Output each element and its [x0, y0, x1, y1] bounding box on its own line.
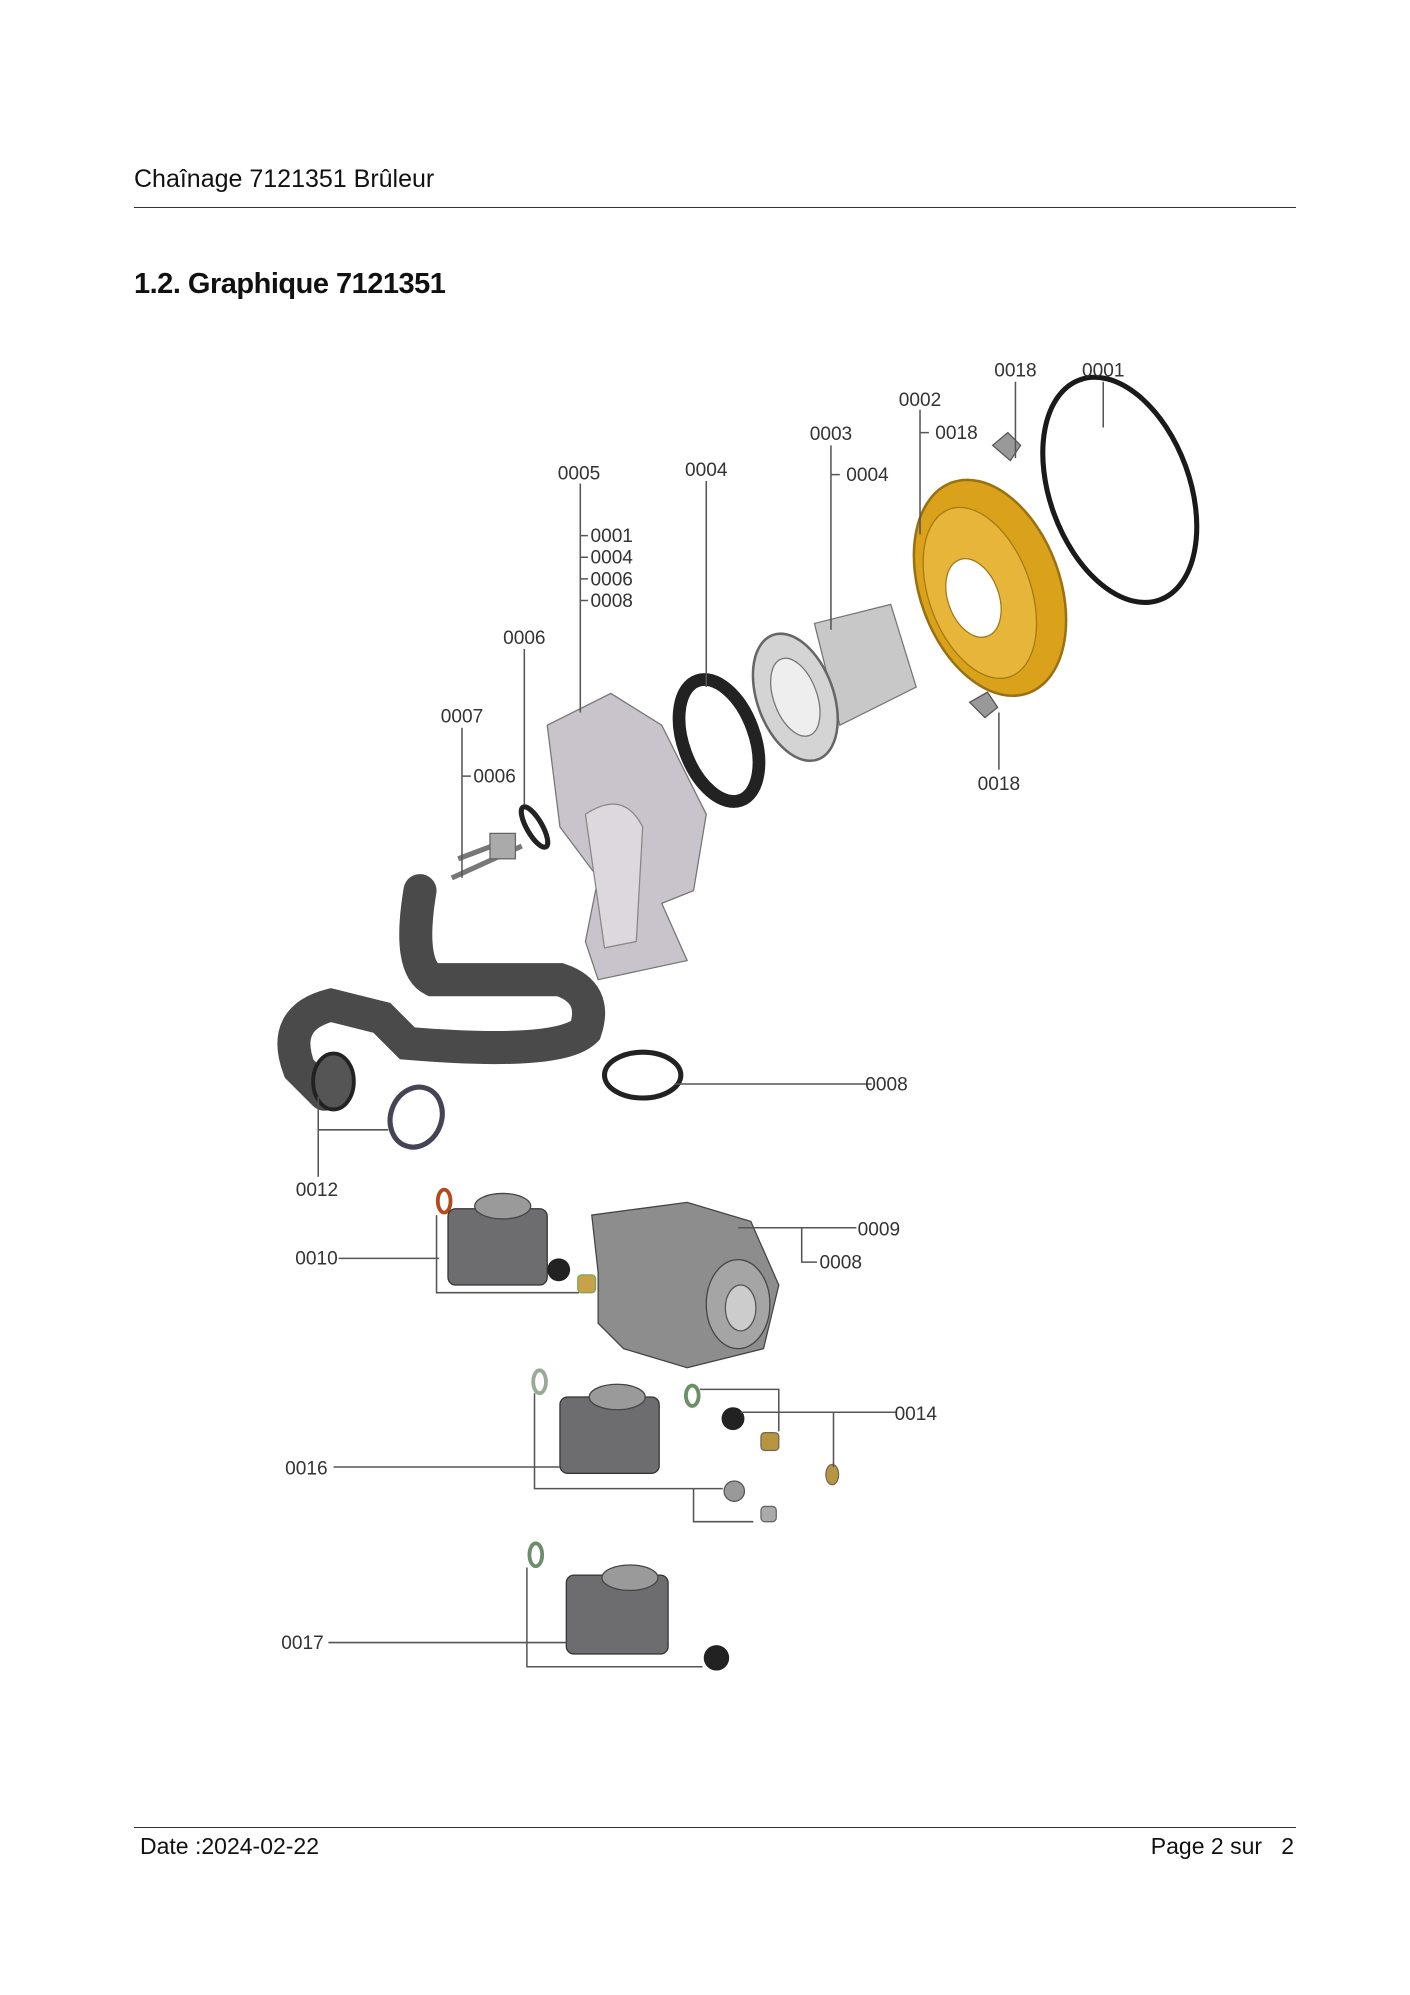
- callout-0001: 0001: [1082, 361, 1124, 382]
- footer-page-number: Page 2 sur 2: [1150, 1833, 1294, 1859]
- callout-0014: 0014: [895, 1404, 938, 1425]
- part-0017-gas-valve: [527, 1541, 730, 1671]
- callout-0005-sub: 0006: [590, 569, 632, 590]
- part-0012-pipe: [277, 874, 606, 1150]
- part-0002-burner-disc: [912, 478, 1068, 697]
- callout-0012: 0012: [296, 1180, 338, 1201]
- callout-0010: 0010: [295, 1249, 337, 1270]
- part-0018-clip: [968, 431, 1022, 719]
- header-rule: [134, 207, 1296, 208]
- callout-0003-sub-0004: 0004: [846, 465, 889, 486]
- footer-rule: [134, 1827, 1296, 1828]
- callout-0005-sub: 0001: [590, 526, 632, 547]
- callout-0002: 0002: [899, 390, 941, 411]
- callout-0017: 0017: [281, 1633, 323, 1654]
- section-heading: 1.2. Graphique 7121351: [134, 268, 446, 300]
- leader-lines: [317, 381, 1104, 1668]
- part-0008-gasket: [601, 1049, 684, 1101]
- callout-0006: 0006: [503, 628, 545, 649]
- callout-0018-bottom: 0018: [978, 774, 1020, 795]
- part-0007-electrode: [450, 832, 523, 881]
- callout-0003: 0003: [810, 424, 852, 445]
- part-0005-housing: [546, 692, 707, 981]
- part-0006-electrode-gasket: [518, 804, 551, 850]
- callout-0005-sub: 0008: [590, 591, 632, 612]
- callout-0016: 0016: [285, 1459, 327, 1480]
- part-0001-seal-ring: [1040, 374, 1200, 605]
- callout-0009-sub-0008: 0008: [820, 1253, 862, 1274]
- callout-0005: 0005: [558, 464, 600, 485]
- callout-0007-sub-0006: 0006: [473, 766, 515, 787]
- document-header-title: Chaînage 7121351 Brûleur: [134, 165, 435, 193]
- callout-0005-sub: 0004: [590, 548, 633, 569]
- callout-0002-sub-0018: 0018: [935, 423, 977, 444]
- callout-0004: 0004: [685, 460, 728, 481]
- part-0003-tube: [751, 603, 917, 763]
- part-0004-gasket: [672, 673, 766, 808]
- callout-0007: 0007: [441, 707, 483, 728]
- part-0016-gas-valve: [531, 1368, 777, 1523]
- footer-date: Date :2024-02-22: [140, 1833, 320, 1859]
- callout-0018-top: 0018: [994, 361, 1036, 382]
- part-0009-fan: [591, 1201, 780, 1369]
- callout-0008: 0008: [865, 1074, 907, 1095]
- part-0010-gas-valve: [435, 1187, 597, 1294]
- part-0014-nozzle-kit: [684, 1383, 840, 1486]
- callout-0009: 0009: [858, 1219, 900, 1240]
